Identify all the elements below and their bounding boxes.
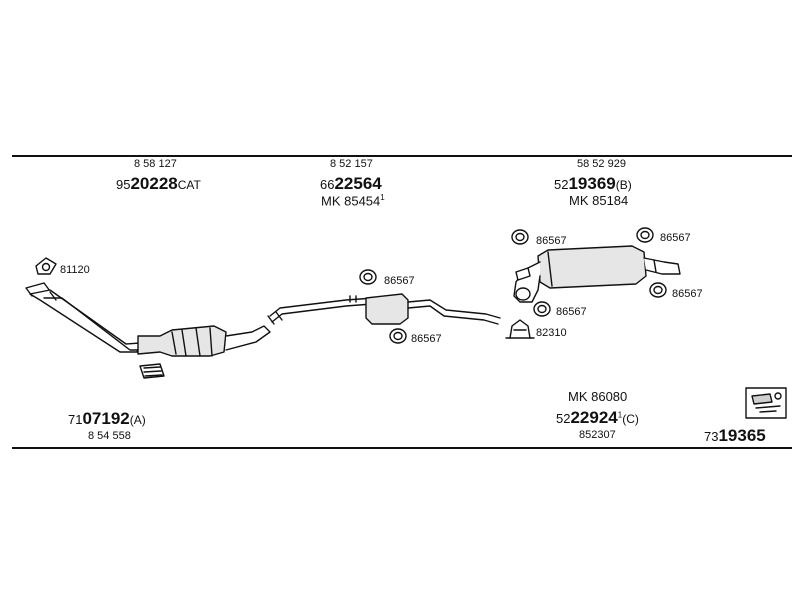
front-pipe-code-suffix: (A) xyxy=(129,413,146,427)
front-section-code: 9520228CAT xyxy=(116,175,201,192)
front-pipe-ref: 8 54 558 xyxy=(88,430,131,442)
middle-silencer-icon xyxy=(349,293,501,325)
clamp-icon xyxy=(505,319,535,339)
front-section-code-suffix: CAT xyxy=(177,178,201,192)
front-section-code-main: 20228 xyxy=(130,174,178,193)
rear-silencer-icon xyxy=(513,245,681,303)
gasket-label: 81120 xyxy=(60,264,90,276)
rear-section-code-prefix: 52 xyxy=(554,177,569,192)
front-section-code-prefix: 95 xyxy=(116,177,131,192)
complete-system-code-main: 19365 xyxy=(718,426,766,445)
mounting-kit-ref: 852307 xyxy=(579,429,616,441)
hanger-mid-bottom-label: 86567 xyxy=(411,333,442,345)
mounting-kit-code-prefix: 52 xyxy=(556,411,571,426)
middle-section-code-main: 22564 xyxy=(334,174,382,193)
front-pipe-code-prefix: 71 xyxy=(68,412,83,427)
middle-pipe-icon xyxy=(267,297,375,325)
complete-system-code: 7319365 xyxy=(704,427,766,444)
rear-section-mk: MK 85184 xyxy=(569,193,629,208)
top-divider xyxy=(12,155,792,157)
rear-section-code-main: 19369 xyxy=(568,174,616,193)
hanger-rear-bottom-label: 86567 xyxy=(556,306,587,318)
front-pipe-code-main: 07192 xyxy=(82,409,130,428)
mounting-kit-mk: MK 86080 xyxy=(568,389,628,404)
complete-system-code-prefix: 73 xyxy=(704,429,719,444)
gasket-icon xyxy=(35,257,57,275)
hanger-rear-top-right-label: 86567 xyxy=(660,232,691,244)
mounting-kit-code-main: 22924 xyxy=(570,408,618,427)
bottom-divider xyxy=(12,447,792,449)
hanger-rear-top-left-icon xyxy=(511,229,529,245)
front-pipe-icon xyxy=(25,282,141,353)
hanger-rear-top-left-label: 86567 xyxy=(536,235,567,247)
catalytic-converter-icon xyxy=(137,325,271,357)
middle-section-code: 6622564 xyxy=(320,175,382,192)
hanger-rear-right-label: 86567 xyxy=(672,288,703,300)
hanger-mid-top-label: 86567 xyxy=(384,275,415,287)
middle-section-mk: MK 854541 xyxy=(321,193,385,209)
clamp-label: 82310 xyxy=(536,327,567,339)
mounting-kit-code-suffix: (C) xyxy=(622,412,639,426)
mounting-kit-code-sup: 1 xyxy=(617,410,623,420)
rear-section-ref: 58 52 929 xyxy=(577,158,626,170)
complete-system-icon xyxy=(745,387,787,419)
hanger-mid-bottom-icon xyxy=(389,328,407,344)
hanger-rear-bottom-icon xyxy=(533,301,551,317)
front-section-ref: 8 58 127 xyxy=(134,158,177,170)
middle-section-ref: 8 52 157 xyxy=(330,158,373,170)
rear-section-code: 5219369(B) xyxy=(554,175,632,192)
hanger-rear-top-right-icon xyxy=(636,227,654,243)
middle-section-mk-text: MK 85454 xyxy=(321,193,381,209)
mounting-kit-code: 52229241(C) xyxy=(556,409,639,426)
rear-section-code-suffix: (B) xyxy=(615,178,632,192)
front-pipe-code: 7107192(A) xyxy=(68,410,146,427)
middle-section-mk-sup: 1 xyxy=(380,193,385,202)
middle-section-code-prefix: 66 xyxy=(320,177,335,192)
flex-joint-icon xyxy=(139,363,165,379)
hanger-mid-top-icon xyxy=(359,269,377,285)
hanger-rear-right-icon xyxy=(649,282,667,298)
